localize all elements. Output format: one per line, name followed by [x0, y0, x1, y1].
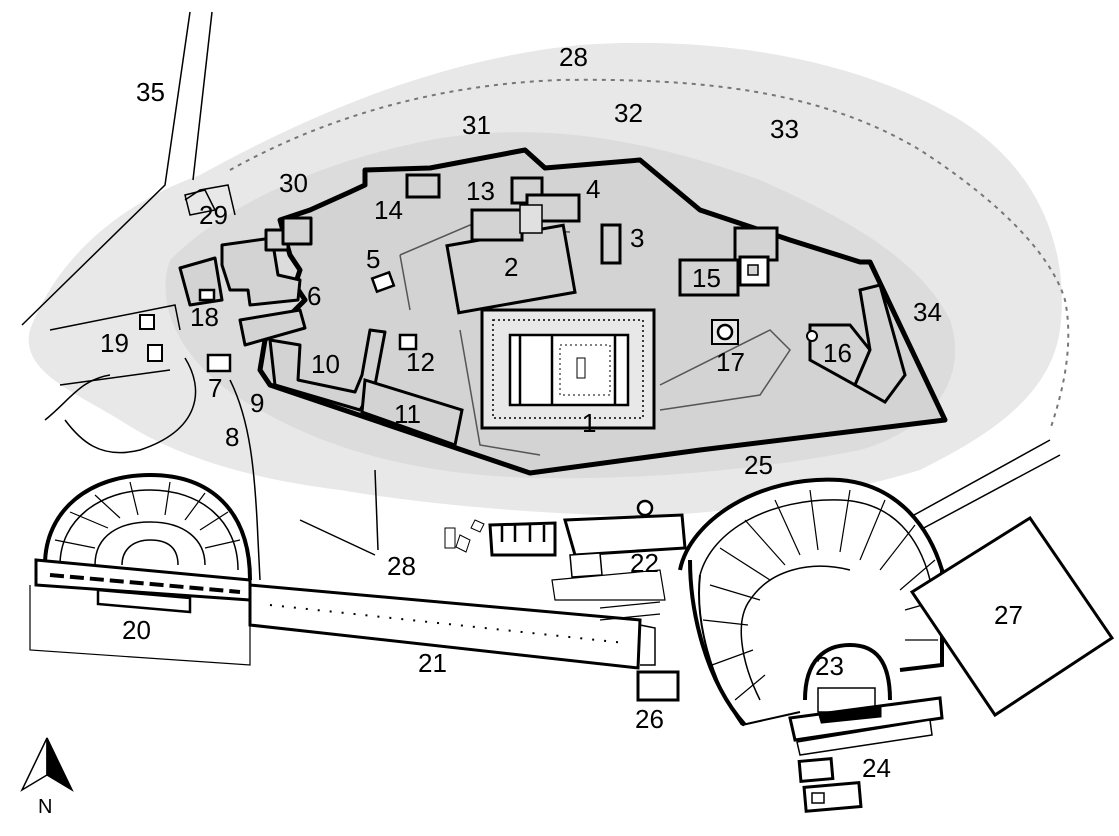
label-19: 19 [100, 328, 129, 358]
label-17: 17 [716, 347, 745, 377]
label-15: 15 [692, 263, 721, 293]
stoa-of-eumenes [248, 583, 642, 670]
building-14 [405, 173, 441, 199]
building-15 [678, 226, 779, 297]
label-30: 30 [279, 168, 308, 198]
label-26: 26 [635, 704, 664, 734]
label-4: 4 [586, 174, 600, 204]
peripatos-path [229, 78, 1070, 431]
label-6: 6 [307, 281, 321, 311]
label-10: 10 [311, 349, 340, 379]
label-7: 7 [208, 373, 222, 403]
label-32: 32 [614, 98, 643, 128]
site-labels: 1 2 3 4 5 6 7 8 9 10 11 12 13 14 15 16 1… [100, 42, 1023, 783]
building-26 [636, 624, 680, 702]
label-16: 16 [823, 338, 852, 368]
label-35: 35 [136, 77, 165, 107]
label-21: 21 [418, 648, 447, 678]
label-24: 24 [862, 753, 891, 783]
label-3: 3 [630, 223, 644, 253]
building-18 [198, 288, 216, 302]
beule-gate [139, 314, 163, 362]
label-2: 2 [504, 252, 518, 282]
label-18: 18 [190, 302, 219, 332]
building-10 [268, 328, 387, 412]
north-arrow-icon [20, 737, 48, 792]
label-5: 5 [366, 244, 380, 274]
label-9: 9 [250, 388, 264, 418]
monument-17 [711, 319, 739, 345]
asklepieion [444, 499, 687, 621]
access-roads [21, 11, 1061, 581]
label-28-north: 28 [559, 42, 588, 72]
label-8: 8 [225, 422, 239, 452]
erechtheion [470, 176, 581, 242]
parthenon [480, 308, 656, 430]
label-20: 20 [122, 615, 151, 645]
label-29: 29 [199, 200, 228, 230]
building-3 [600, 223, 622, 265]
theatre-of-dionysus [678, 477, 944, 756]
label-11: 11 [394, 399, 421, 429]
north-arrow: N [20, 737, 74, 818]
odeon-of-herodes-atticus [29, 472, 252, 666]
building-16 [806, 283, 907, 404]
label-13: 13 [466, 176, 495, 206]
north-label: N [38, 796, 52, 818]
temple-of-dionysus [797, 757, 863, 813]
label-34: 34 [913, 297, 942, 327]
label-23: 23 [815, 651, 844, 681]
label-1: 1 [582, 408, 596, 438]
label-22: 22 [630, 548, 659, 578]
building-7 [206, 353, 232, 373]
building-12 [398, 333, 418, 351]
label-28-south: 28 [387, 551, 416, 581]
label-31: 31 [462, 110, 491, 140]
label-25: 25 [744, 450, 773, 480]
building-11 [360, 378, 464, 447]
building-29 [184, 184, 236, 216]
building-5 [370, 270, 396, 294]
label-12: 12 [406, 347, 435, 377]
label-14: 14 [374, 195, 403, 225]
label-27: 27 [994, 600, 1023, 630]
label-33: 33 [770, 114, 799, 144]
odeon-of-pericles [909, 515, 1115, 718]
